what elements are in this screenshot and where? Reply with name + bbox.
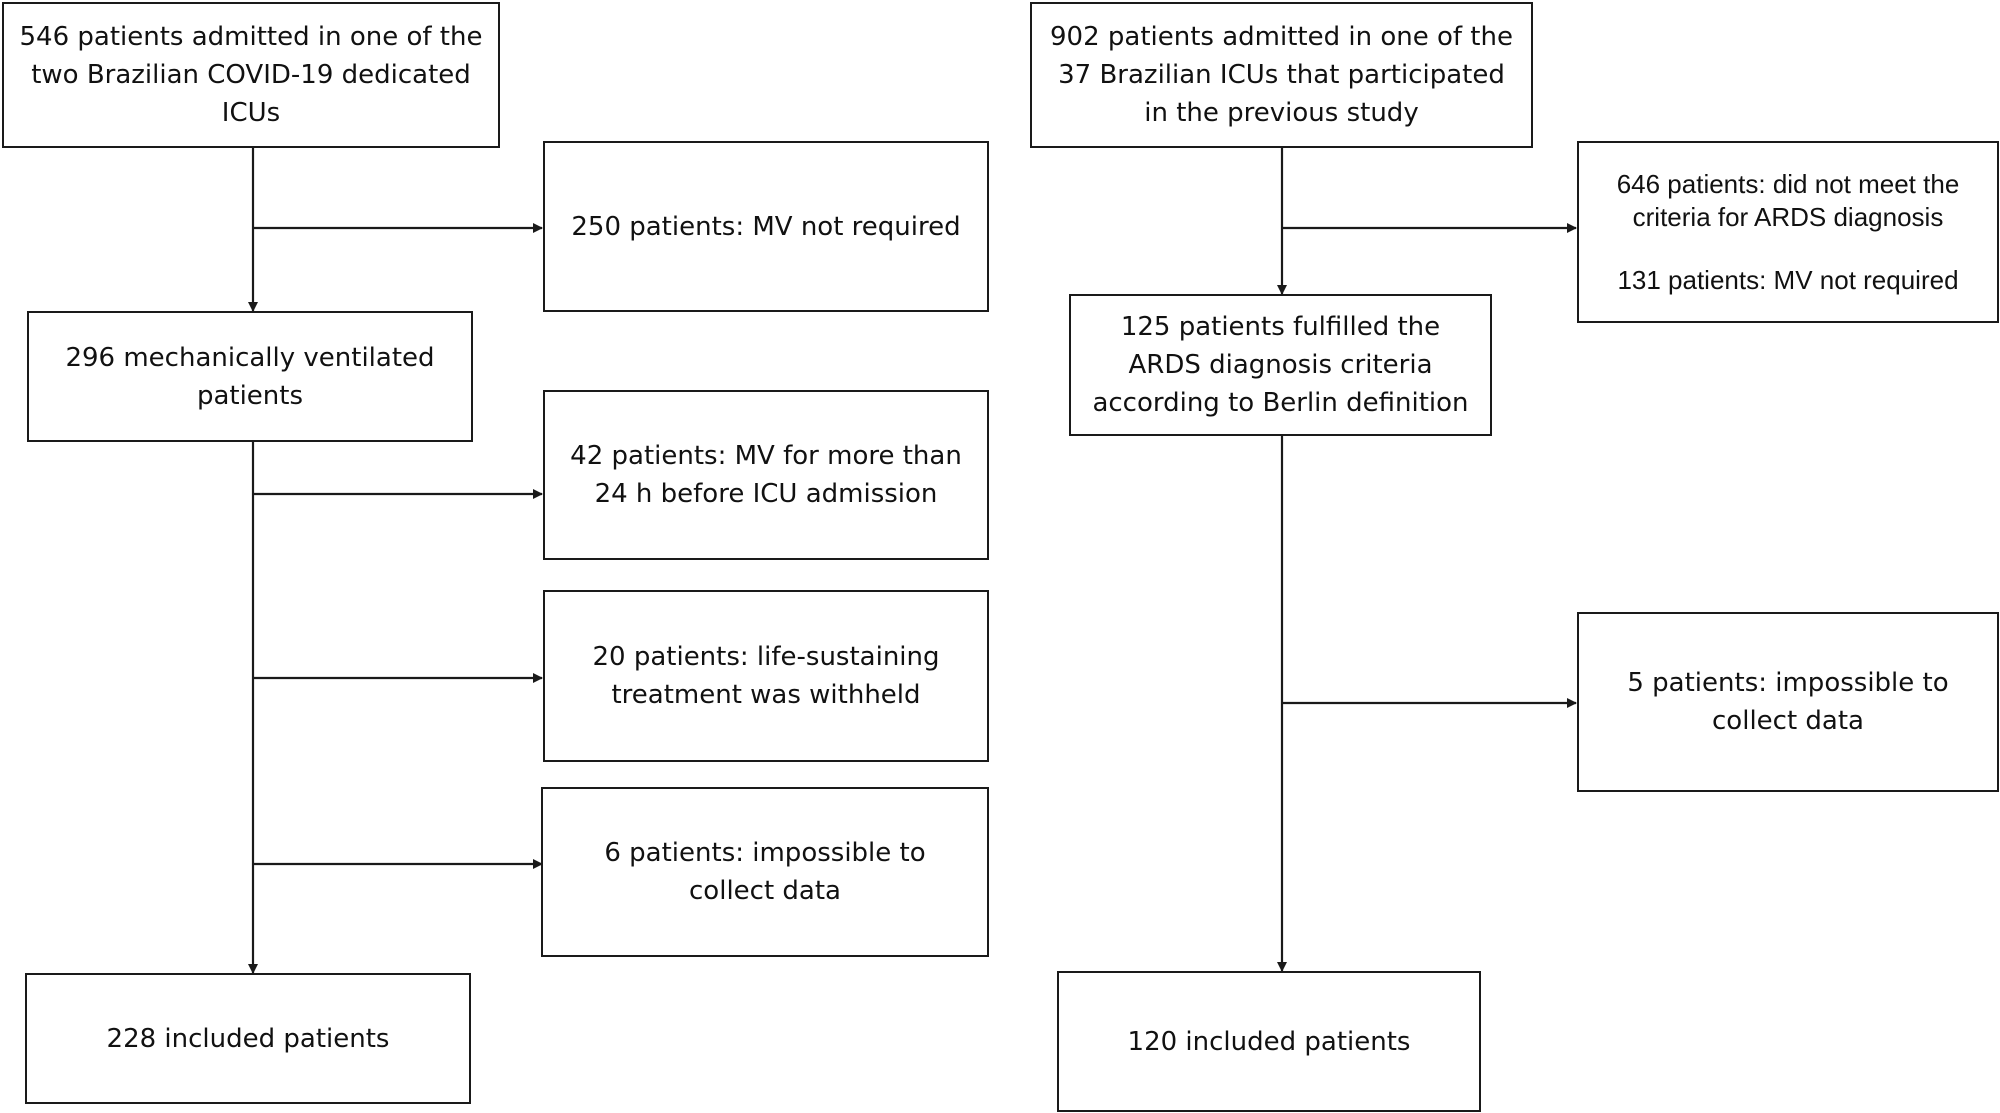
left-excl-mv-24h-line-1: 42 patients: MV for more than [570,441,962,471]
right-excl-ards-line-1: 646 patients: did not meet the [1616,168,1960,199]
right-fulfilled-box: 125 patients fulfilled the ARDS diagnosi… [1069,294,1492,436]
left-ventilated-line-2: patients [196,380,304,411]
right-excl-impossible-box: 5 patients: impossible to collect data [1577,612,1999,792]
right-start-line-1: 902 patients admitted in one of the [1050,22,1513,52]
right-excl-impossible-line-1: 5 patients: impossible to [1627,668,1949,698]
left-start-line-1: 546 patients admitted in one of the [19,22,483,52]
right-start-box: 902 patients admitted in one of the 37 B… [1030,2,1533,148]
left-excl-impossible-line-2: collect data [689,876,841,906]
right-included-text: 120 included patients [1127,1026,1411,1057]
right-fulfilled-line-1: 125 patients fulfilled the [1120,312,1441,342]
left-included-text: 228 included patients [106,1023,390,1054]
right-start-line-3: in the previous study [1144,98,1419,128]
left-ventilated-box: 296 mechanically ventilated patients [27,311,473,442]
right-excl-mv-not-required-text: 131 patients: MV not required [1617,264,1959,295]
right-start-line-2: 37 Brazilian ICUs that participated [1058,60,1505,90]
right-excl-ards-box: 646 patients: did not meet the criteria … [1577,141,1999,323]
left-excl-withheld-line-1: 20 patients: life-sustaining [592,642,940,672]
left-excl-withheld-box: 20 patients: life-sustaining treatment w… [543,590,989,762]
left-ventilated-line-1: 296 mechanically ventilated [65,342,435,373]
left-excl-impossible-box: 6 patients: impossible to collect data [541,787,989,957]
right-excl-impossible-line-2: collect data [1712,706,1864,736]
left-excl-mv-not-required-box: 250 patients: MV not required [543,141,989,312]
right-excl-ards-line-2: criteria for ARDS diagnosis [1632,201,1944,232]
right-fulfilled-line-2: ARDS diagnosis criteria [1128,350,1433,380]
left-included-box: 228 included patients [25,973,471,1104]
left-excl-mv-not-required-text: 250 patients: MV not required [571,211,961,242]
left-start-line-3: ICUs [221,98,281,128]
left-excl-impossible-line-1: 6 patients: impossible to [604,838,926,868]
right-fulfilled-line-3: according to Berlin definition [1092,388,1469,418]
left-excl-withheld-line-2: treatment was withheld [611,680,921,710]
left-excl-mv-24h-box: 42 patients: MV for more than 24 h befor… [543,390,989,560]
left-start-line-2: two Brazilian COVID-19 dedicated [31,60,471,90]
left-excl-mv-24h-line-2: 24 h before ICU admission [594,479,938,509]
right-included-box: 120 included patients [1057,971,1481,1112]
left-start-box: 546 patients admitted in one of the two … [2,2,500,148]
